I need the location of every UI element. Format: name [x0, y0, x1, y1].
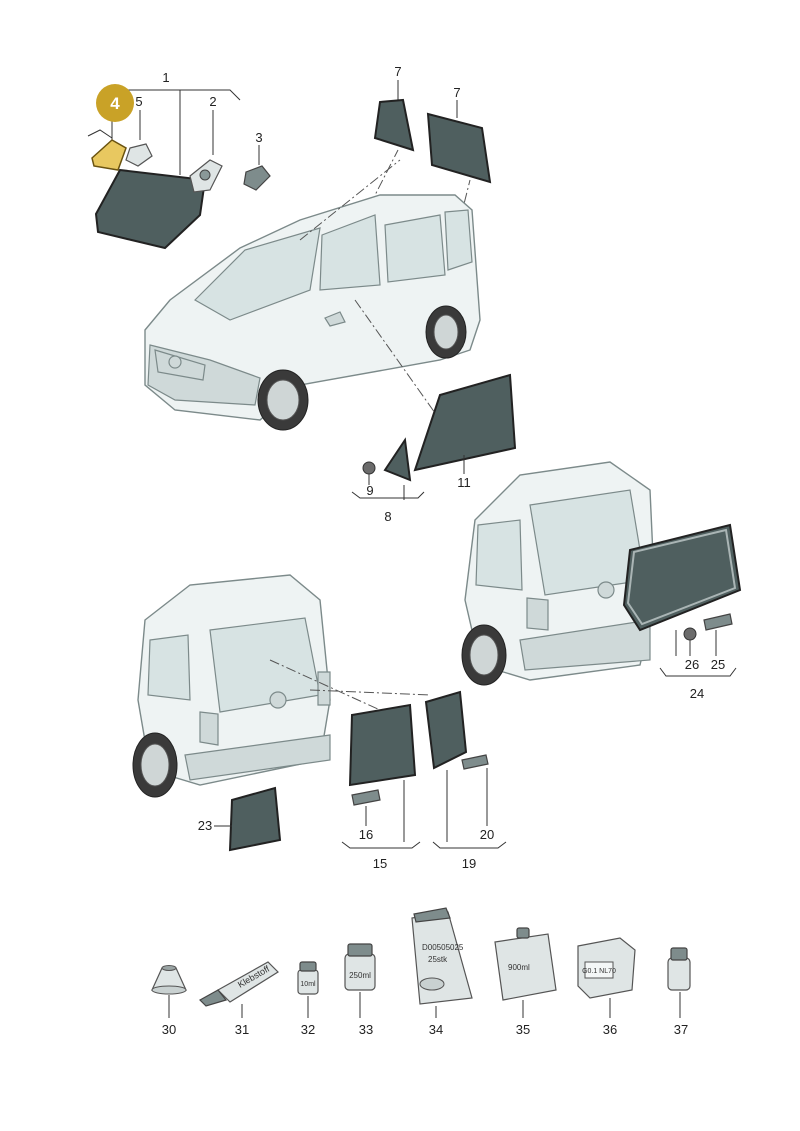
callout-2[interactable]: 2	[209, 94, 216, 109]
cable-clip[interactable]	[125, 143, 153, 167]
car-front-view	[144, 159, 481, 431]
fastener-26[interactable]	[683, 627, 697, 641]
car-rear-left-view	[132, 574, 431, 798]
callout-15[interactable]: 15	[373, 856, 387, 871]
consumables-row: Klebstoff 10ml 250ml D00505025 25stk	[151, 907, 691, 1019]
part-34-bag[interactable]: D00505025 25stk	[411, 907, 473, 1018]
car-rear-right-view	[461, 461, 656, 686]
callout-3[interactable]: 3	[255, 130, 262, 145]
tailgate-glass[interactable]	[622, 523, 742, 632]
small-jar-label: 10ml	[300, 981, 316, 988]
part-37-bottle[interactable]	[667, 947, 691, 1018]
fastener-9[interactable]	[362, 461, 376, 475]
bag-count: 25stk	[428, 955, 448, 964]
callout-20[interactable]: 20	[480, 827, 494, 842]
callout-24[interactable]: 24	[690, 686, 704, 701]
door-glass-11[interactable]	[413, 373, 517, 472]
callout-16[interactable]: 16	[359, 827, 373, 842]
rain-sensor-lens	[199, 169, 211, 181]
trim-clip-16[interactable]	[351, 789, 381, 806]
highlight-badge[interactable]: 4	[96, 84, 134, 122]
callout-35[interactable]: 35	[516, 1022, 530, 1037]
part-36-box[interactable]: G0.1 NL70	[577, 937, 636, 1018]
box-label: G0.1 NL70	[582, 968, 616, 975]
callout-37[interactable]: 37	[674, 1022, 688, 1037]
callout-7b[interactable]: 7	[453, 85, 460, 100]
rear-glass-left[interactable]	[348, 703, 417, 787]
callout-36[interactable]: 36	[603, 1022, 617, 1037]
callout-34[interactable]: 34	[429, 1022, 443, 1037]
part-32-small-jar[interactable]: 10ml	[297, 961, 319, 1018]
callout-19[interactable]: 19	[462, 856, 476, 871]
trim-clip-20[interactable]	[461, 754, 489, 770]
adhesive-pad-outline	[87, 129, 113, 139]
canister-label: 900ml	[508, 963, 530, 972]
callout-5[interactable]: 5	[135, 94, 142, 109]
callout-9[interactable]: 9	[366, 483, 373, 498]
rear-glass-right[interactable]	[424, 690, 468, 770]
callout-11[interactable]: 11	[457, 475, 471, 490]
callout-32[interactable]: 32	[301, 1022, 315, 1037]
windscreen-group	[87, 89, 271, 250]
callout-1[interactable]: 1	[162, 70, 169, 85]
part-35-canister[interactable]: 900ml	[494, 927, 557, 1018]
quarter-glass-23[interactable]	[228, 786, 282, 852]
callout-26[interactable]: 26	[685, 657, 699, 672]
adhesive-pad-highlighted[interactable]	[91, 139, 127, 171]
door-glass-group	[351, 373, 517, 500]
callout-23[interactable]: 23	[198, 818, 212, 833]
tailgate-glass-group	[622, 523, 742, 677]
callout-30[interactable]: 30	[162, 1022, 176, 1037]
part-30-cone[interactable]	[151, 965, 187, 1019]
medium-jar-label: 250ml	[349, 971, 371, 980]
sensor-unit[interactable]	[243, 165, 271, 191]
tailgate-glass-frame	[626, 528, 737, 626]
callout-7a[interactable]: 7	[394, 64, 401, 79]
callout-33[interactable]: 33	[359, 1022, 373, 1037]
quarter-glass-group	[369, 80, 492, 221]
vent-glass-9[interactable]	[383, 437, 412, 482]
callout-31[interactable]: 31	[235, 1022, 249, 1037]
callout-8[interactable]: 8	[384, 509, 391, 524]
trim-clip-25[interactable]	[703, 613, 733, 631]
callout-25[interactable]: 25	[711, 657, 725, 672]
windscreen-glass[interactable]	[94, 168, 207, 250]
part-31-tube[interactable]: Klebstoff	[199, 961, 279, 1018]
quarter-glass-left[interactable]	[373, 98, 415, 152]
rear-door-glass-group	[214, 690, 507, 852]
quarter-glass-right[interactable]	[426, 112, 492, 184]
bag-code: D00505025	[422, 943, 464, 952]
part-33-medium-jar[interactable]: 250ml	[344, 943, 376, 1018]
callout-4[interactable]: 4	[110, 94, 120, 113]
